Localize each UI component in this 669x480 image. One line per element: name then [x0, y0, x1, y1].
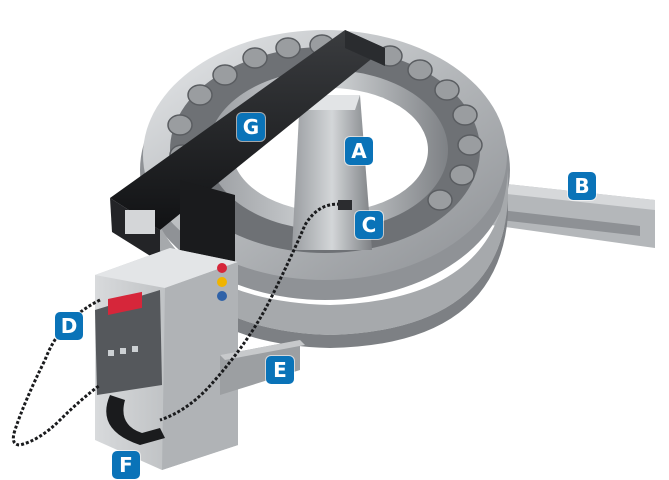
warning-sticker — [217, 277, 227, 287]
callout-d: D — [55, 312, 83, 340]
control-panel — [95, 290, 162, 395]
callout-c: C — [355, 211, 383, 239]
control-unit — [95, 248, 238, 470]
base-rail — [220, 340, 305, 395]
warning-sticker — [217, 291, 227, 301]
warning-sticker — [217, 263, 227, 273]
callout-e: E — [266, 356, 294, 384]
callout-a: A — [345, 137, 373, 165]
temperature-probe-cable — [159, 202, 346, 422]
probe-tip — [338, 200, 352, 210]
support-arm-right — [470, 180, 655, 248]
callout-f: F — [112, 451, 140, 479]
callout-g: G — [237, 113, 265, 141]
carry-handle — [106, 395, 165, 445]
callout-b: B — [568, 172, 596, 200]
remote-control-cable — [11, 298, 101, 447]
